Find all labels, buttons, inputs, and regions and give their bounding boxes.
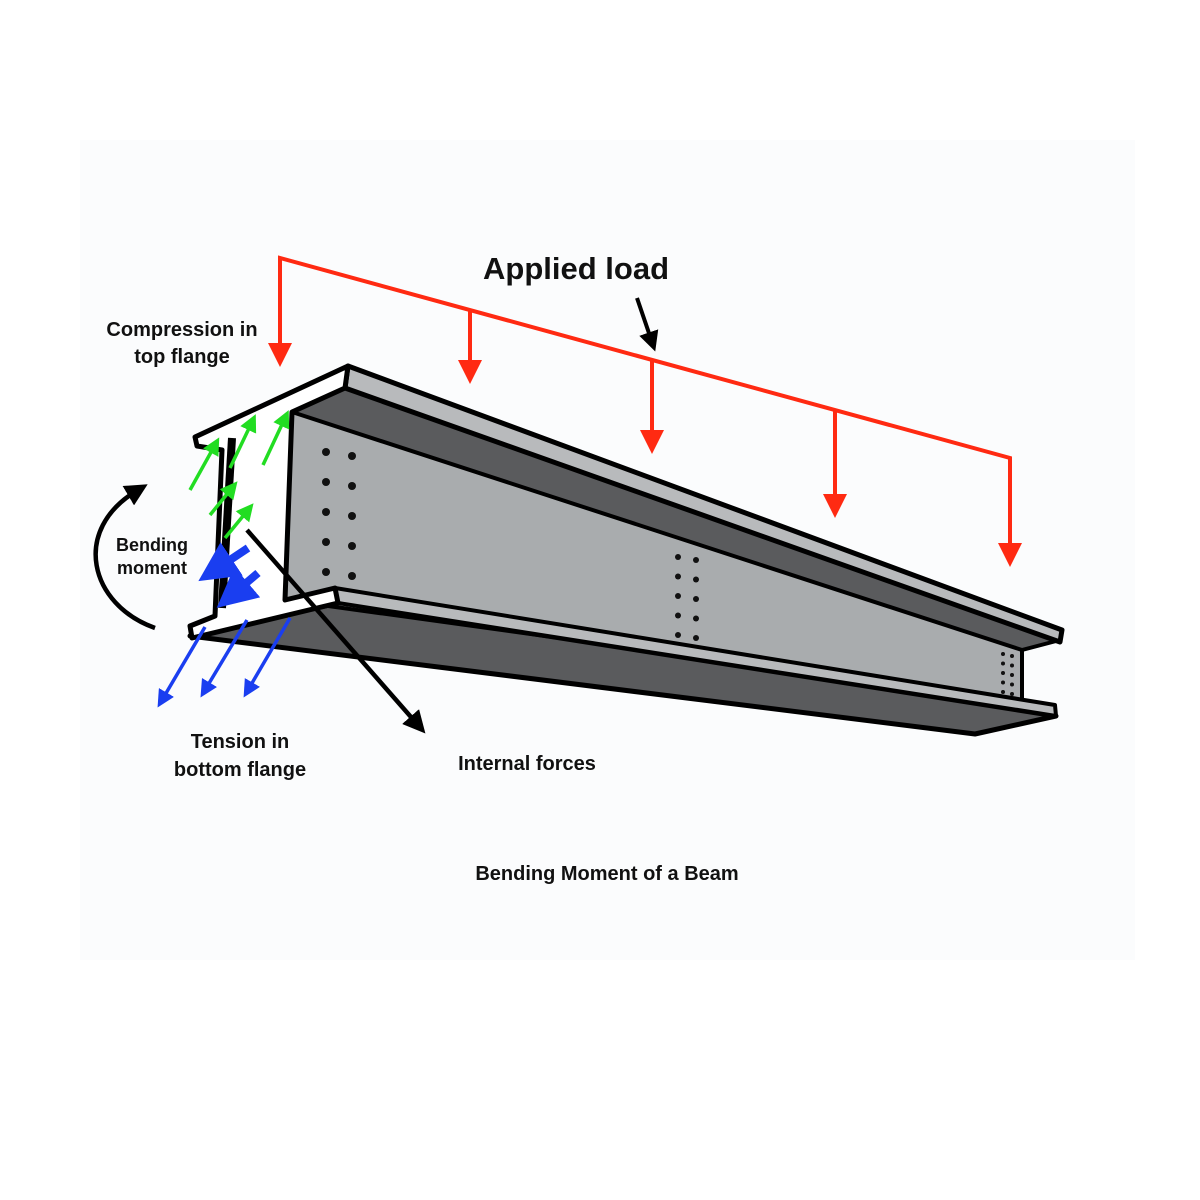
bolt-hole <box>348 512 356 520</box>
bolt-hole <box>1001 671 1005 675</box>
bolt-hole <box>322 538 330 546</box>
bolt-hole <box>693 615 699 622</box>
caption: Bending Moment of a Beam <box>475 863 738 885</box>
internal-forces-arrow <box>245 528 426 734</box>
bolt-hole <box>322 448 330 456</box>
applied-load-pointer <box>635 297 659 352</box>
bolt-hole <box>693 635 699 641</box>
bending-label-line2: moment <box>117 558 187 578</box>
bolt-hole <box>1010 663 1014 668</box>
bolt-hole <box>1001 661 1005 666</box>
bolt-hole <box>693 596 699 602</box>
bolt-hole <box>1010 682 1014 687</box>
applied-load-arrows <box>268 255 1022 567</box>
bolt-hole <box>348 452 356 460</box>
bolt-hole <box>675 632 681 638</box>
bolt-hole <box>1010 654 1014 658</box>
bolt-hole <box>322 508 330 516</box>
tension-label-line1: Tension in <box>191 731 290 753</box>
bolt-hole <box>348 542 356 550</box>
bending-moment-arrow <box>93 484 156 631</box>
bolt-hole <box>1010 692 1014 696</box>
bolt-hole <box>348 482 356 490</box>
bolt-hole <box>675 573 681 580</box>
compression-label-line1: Compression in <box>106 319 257 341</box>
compression-label-line2: top flange <box>134 346 230 368</box>
tension-label-line2: bottom flange <box>174 759 306 781</box>
bolt-holes <box>322 448 1014 696</box>
bending-label-line1: Bending <box>116 535 188 555</box>
bolt-hole <box>322 568 330 576</box>
tension-arrows <box>157 542 292 708</box>
bolt-hole <box>675 593 681 599</box>
internal-forces-label: Internal forces <box>458 753 596 775</box>
bolt-hole <box>1010 673 1014 677</box>
bolt-hole <box>322 478 330 486</box>
bolt-hole <box>693 576 699 583</box>
compression-arrows <box>188 410 290 540</box>
i-beam <box>187 363 1065 737</box>
bolt-hole <box>1001 690 1005 694</box>
bolt-hole <box>348 572 356 580</box>
bolt-hole <box>693 557 699 563</box>
bolt-hole <box>675 612 681 619</box>
bolt-hole <box>1001 680 1005 685</box>
bolt-hole <box>1001 652 1005 656</box>
applied-load-label: Applied load <box>483 251 669 286</box>
bolt-hole <box>675 554 681 560</box>
